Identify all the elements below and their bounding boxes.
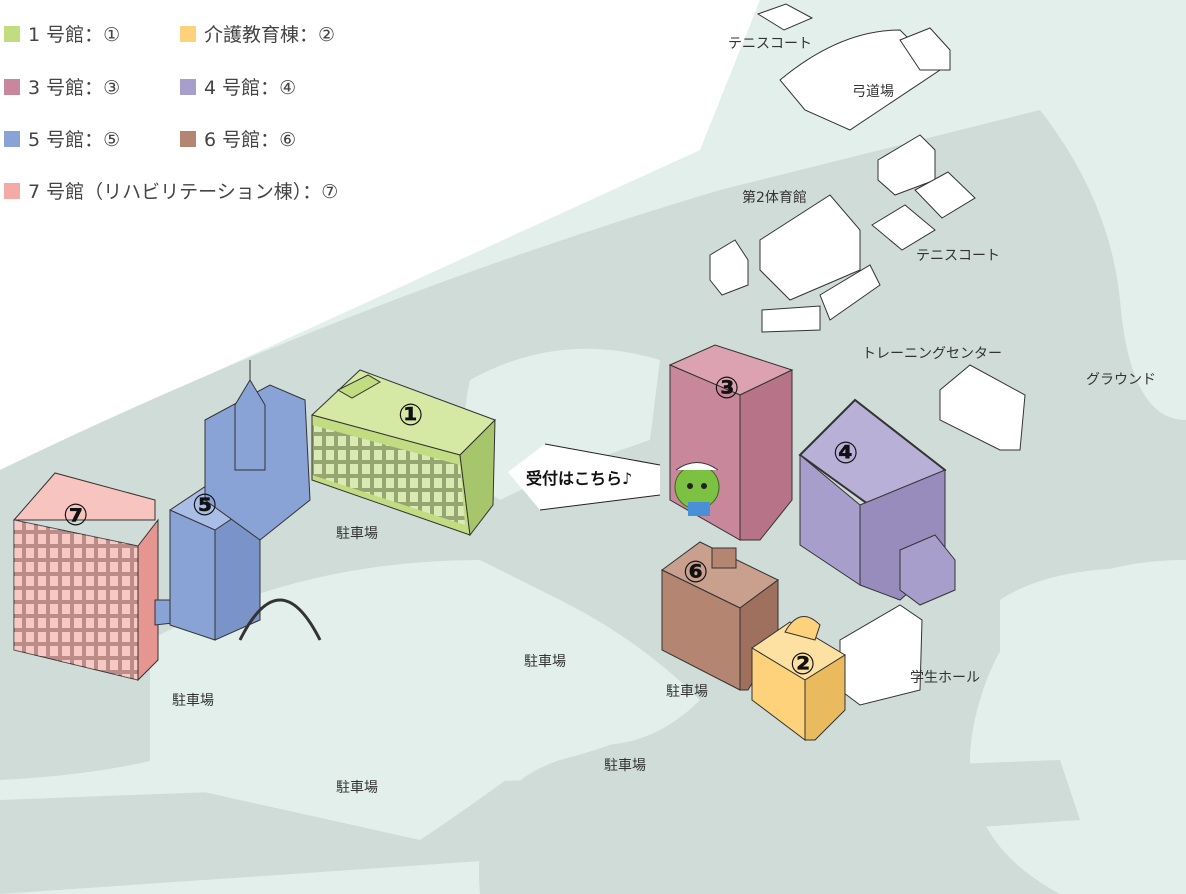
tennis-court-east: [871, 171, 976, 251]
kyudo-hall: [779, 27, 951, 131]
building-6: [661, 541, 779, 691]
legend-item-building-1: 1 号館：①: [4, 20, 120, 47]
student-hall-label: 学生ホール: [910, 670, 980, 686]
legend-item-building-3: 3 号館：③: [4, 73, 120, 100]
training-center-label: トレーニングセンター: [862, 346, 1002, 362]
legend-label: 4 号館：④: [204, 77, 297, 99]
gym2-label: 第2体育館: [742, 189, 807, 206]
legend-item-building-6: 6 号館：⑥: [180, 125, 296, 152]
parking-label: 駐車場: [604, 757, 646, 774]
legend-item-building-7: 7 号館（リハビリテーション棟）：⑦: [4, 177, 338, 204]
building-2: [751, 616, 846, 742]
parking-label: 駐車場: [336, 525, 378, 542]
building-4: [798, 398, 956, 606]
building-2-number: ②: [790, 647, 815, 682]
building-6-number: ⑥: [683, 555, 708, 590]
inner-lawn: [464, 348, 660, 500]
training-center: [939, 364, 1026, 451]
parking-lot: [150, 560, 700, 840]
building-5: [169, 360, 322, 641]
legend-label: 1 号館：①: [28, 24, 121, 46]
color-swatch: [180, 78, 196, 95]
legend-label: 介護教育棟：②: [204, 24, 336, 46]
color-swatch: [180, 25, 196, 42]
building-1: [311, 369, 496, 537]
kyudo-label: 弓道場: [852, 84, 894, 100]
ground-label: グラウンド: [1086, 372, 1156, 388]
color-swatch: [4, 130, 20, 147]
legend-item-building-5: 5 号館：⑤: [4, 125, 120, 152]
building-5-number: ⑤: [192, 488, 217, 523]
building-3-number: ③: [714, 371, 739, 406]
legend-item-building-2: 介護教育棟：②: [180, 20, 335, 47]
legend-label: 5 号館：⑤: [28, 129, 121, 151]
parking-label: 駐車場: [172, 692, 214, 709]
reception-bubble: 受付はこちら♪: [508, 443, 661, 511]
reception-text: 受付はこちら♪: [526, 469, 632, 488]
legend-label: 3 号館：③: [28, 77, 121, 99]
parking-label: 駐車場: [336, 779, 378, 796]
color-swatch: [4, 182, 20, 199]
color-swatch: [4, 78, 20, 95]
legend-label: 6 号館：⑥: [204, 129, 297, 151]
building-7: [12, 472, 201, 682]
parking-label: 駐車場: [524, 653, 566, 670]
gym2: [709, 134, 936, 333]
legend-label: 7 号館（リハビリテーション棟）：⑦: [28, 181, 339, 203]
color-swatch: [180, 130, 196, 147]
tennis-court-label-1: テニスコート: [728, 36, 812, 52]
building-1-number: ①: [398, 398, 423, 433]
mascot-character: [674, 462, 720, 516]
legend-item-building-4: 4 号館：④: [180, 73, 296, 100]
building-7-number: ⑦: [63, 498, 88, 533]
parking-label: 駐車場: [666, 683, 708, 700]
building-3: [668, 344, 794, 541]
tennis-court-label-2: テニスコート: [916, 248, 1000, 264]
building-4-number: ④: [833, 436, 858, 471]
tennis-court-north: [756, 3, 814, 31]
color-swatch: [4, 25, 20, 42]
